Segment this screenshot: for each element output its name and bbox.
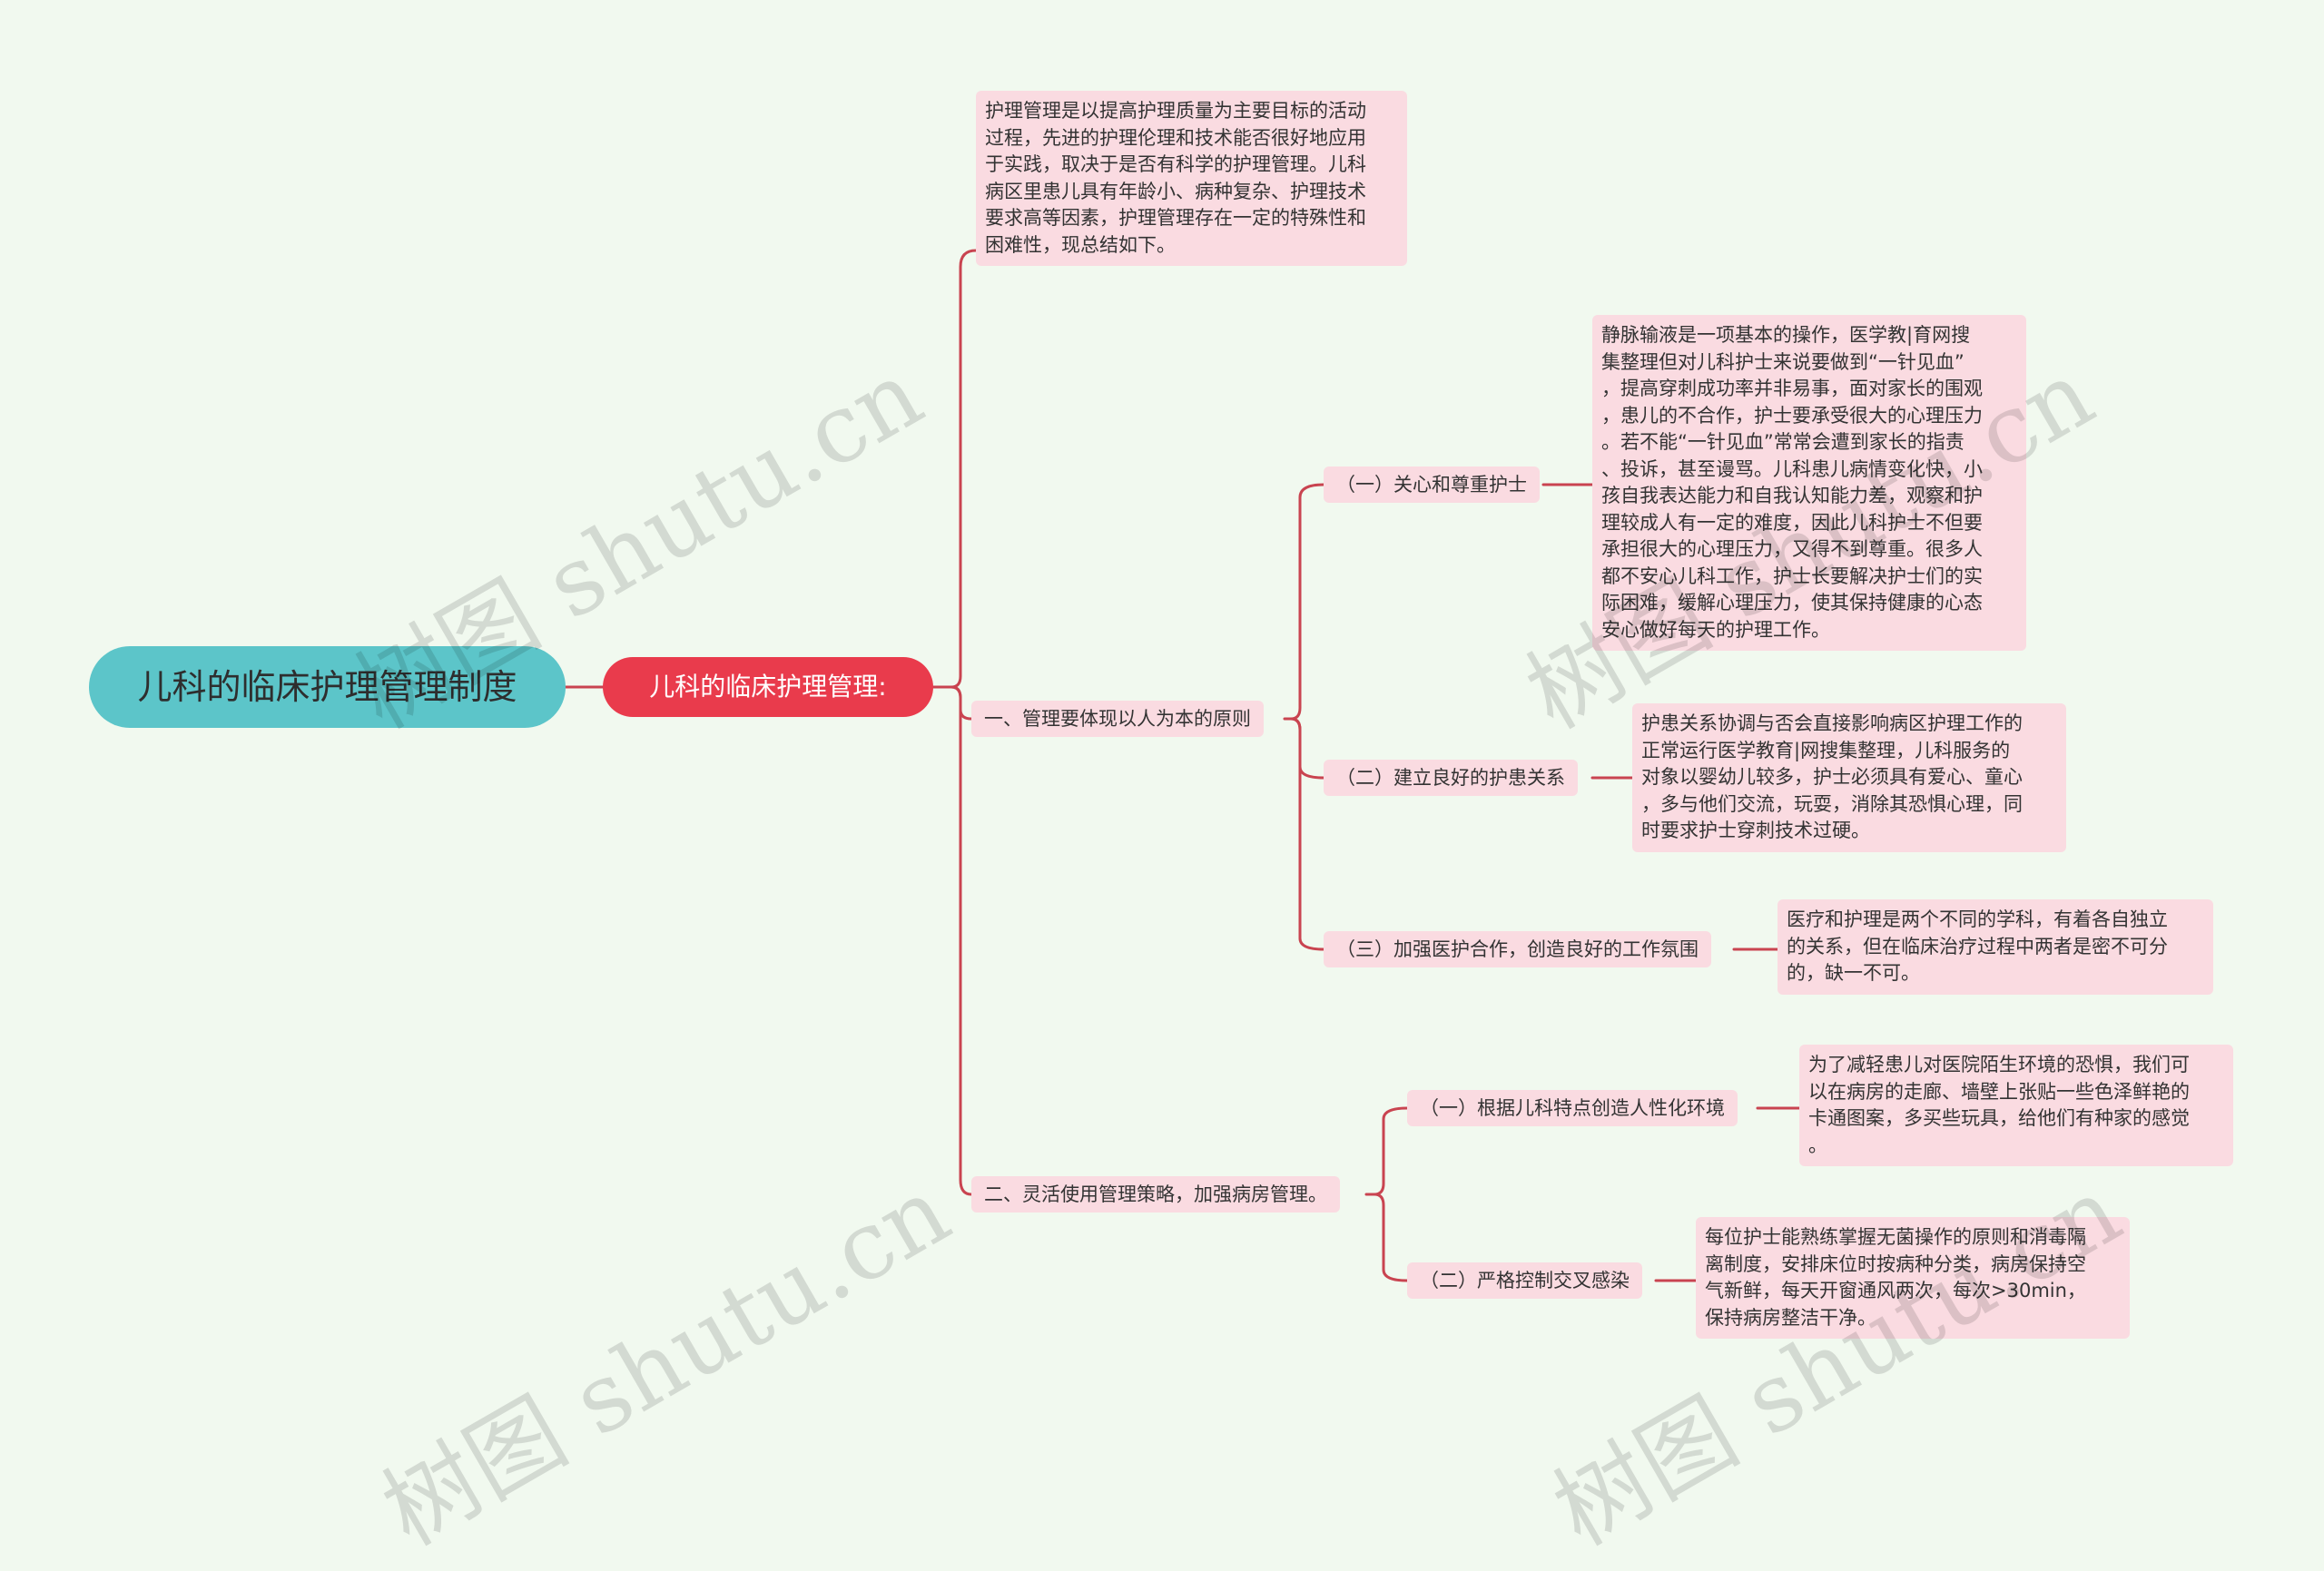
care-respect-nurses-detail[interactable]: 静脉输液是一项基本的操作，医学教|育网搜 集整理但对儿科护士来说要做到“一针见血… — [1592, 315, 2026, 651]
section2-node[interactable]: 二、灵活使用管理策略，加强病房管理。 — [971, 1176, 1340, 1213]
link-section1-item3 — [1289, 717, 1325, 951]
link-section2-item2 — [1373, 1193, 1409, 1282]
link-hub-section2 — [950, 685, 973, 1196]
care-respect-nurses-node[interactable]: （一）关心和尊重护士 — [1324, 466, 1540, 503]
hub-node[interactable]: 儿科的临床护理管理: — [603, 657, 933, 717]
link-section1-item1 — [1283, 483, 1325, 721]
cross-infection-control-node[interactable]: （二）严格控制交叉感染 — [1407, 1262, 1642, 1299]
root-node[interactable]: 儿科的临床护理管理制度 — [89, 646, 566, 728]
humanized-environment-detail[interactable]: 为了减轻患儿对医院陌生环境的恐惧，我们可 以在病房的走廊、墙壁上张贴一些色泽鲜艳… — [1799, 1045, 2233, 1166]
section1-node[interactable]: 一、管理要体现以人为本的原则 — [971, 701, 1264, 737]
doctor-nurse-cooperation-node[interactable]: （三）加强医护合作，创造良好的工作氛围 — [1324, 931, 1711, 967]
link-section2-item1 — [1364, 1106, 1409, 1196]
nurse-patient-relation-detail[interactable]: 护患关系协调与否会直接影响病区护理工作的 正常运行医学教育|网搜集整理，儿科服务… — [1632, 703, 2066, 852]
humanized-environment-node[interactable]: （一）根据儿科特点创造人性化环境 — [1407, 1090, 1738, 1126]
intro-text[interactable]: 护理管理是以提高护理质量为主要目标的活动 过程，先进的护理伦理和技术能否很好地应… — [976, 91, 1407, 266]
doctor-nurse-cooperation-detail[interactable]: 医疗和护理是两个不同的学科，有着各自独立 的关系，但在临床治疗过程中两者是密不可… — [1777, 899, 2213, 995]
link-hub-intro — [931, 249, 978, 689]
nurse-patient-relation-node[interactable]: （二）建立良好的护患关系 — [1324, 760, 1578, 796]
link-section1-item2 — [1289, 717, 1325, 780]
cross-infection-control-detail[interactable]: 每位护士能熟练掌握无菌操作的原则和消毒隔 离制度，安排床位时按病种分类，病房保持… — [1696, 1217, 2130, 1339]
connector-lines — [564, 249, 1801, 1282]
